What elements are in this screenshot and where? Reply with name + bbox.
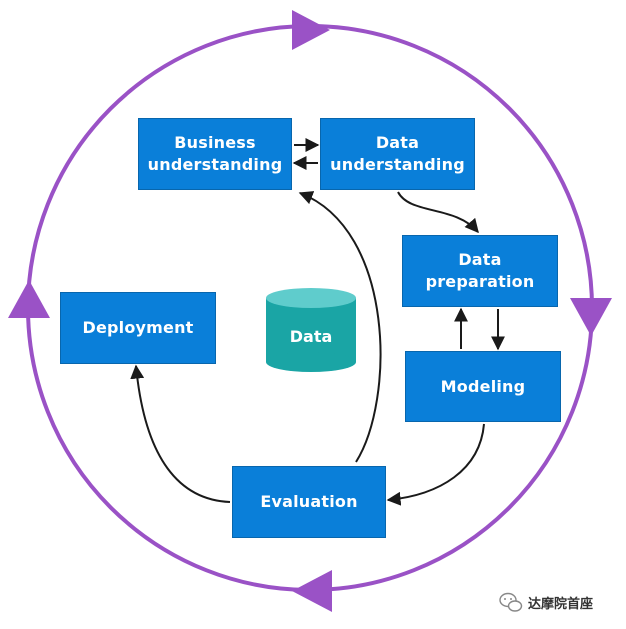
phase-deployment: Deployment — [60, 292, 216, 364]
phase-evaluation: Evaluation — [232, 466, 386, 538]
cycle-arrow-left-icon — [8, 280, 50, 318]
cycle-arrow-bottom-icon — [292, 570, 332, 612]
wechat-icon — [499, 592, 523, 612]
watermark: 达摩院首座 — [500, 590, 593, 614]
arrow-evaluation-to-business — [298, 191, 382, 463]
database-icon — [266, 288, 356, 372]
phase-data-understanding: Data understanding — [320, 118, 475, 190]
database-label: Data — [289, 326, 333, 346]
arrow-modeling-to-evaluation — [386, 423, 485, 506]
phase-data-preparation: Data preparation — [402, 235, 558, 307]
arrow-evaluation-to-deployment — [130, 364, 231, 503]
watermark-text: 达摩院首座 — [528, 596, 594, 612]
cycle-arrow-right-icon — [570, 298, 612, 336]
phase-modeling: Modeling — [405, 351, 561, 422]
phase-business-understanding: Business understanding — [138, 118, 292, 190]
arrow-data-understanding-to-preparation — [397, 191, 479, 234]
cycle-arrow-top-icon — [292, 10, 330, 50]
